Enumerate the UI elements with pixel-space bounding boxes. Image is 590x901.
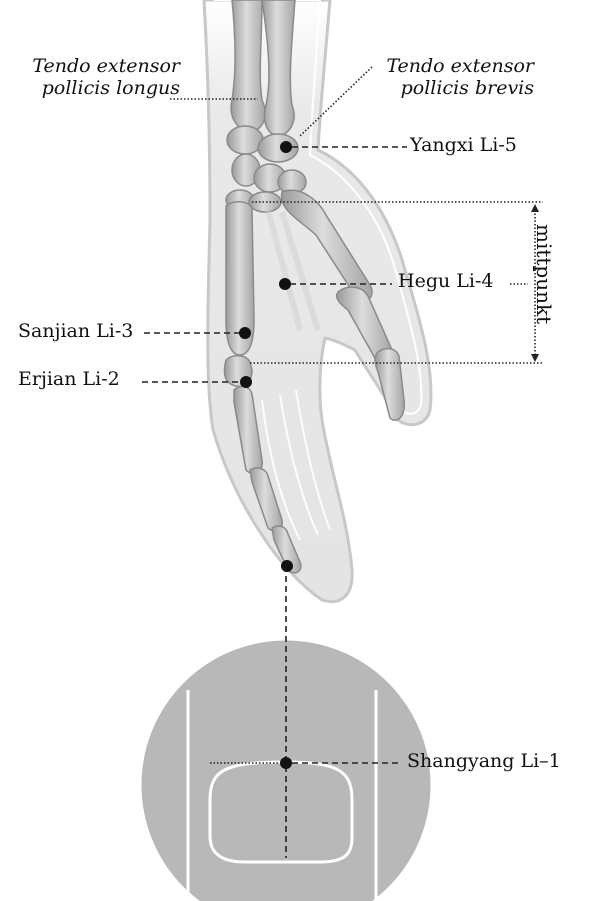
mittpunkt-arrow-bottom (531, 354, 539, 362)
point-shangyang-zoom (280, 757, 292, 769)
label-hegu: Hegu Li-4 (398, 270, 493, 292)
mittpunkt-arrow-top (531, 204, 539, 212)
label-yangxi: Yangxi Li-5 (410, 134, 517, 156)
label-epl-line1: Tendo extensor (20, 55, 180, 77)
label-mittpunkt: mittpunkt (532, 224, 556, 324)
label-sanjian: Sanjian Li-3 (18, 320, 133, 342)
label-epl: Tendo extensor pollicis longus (20, 55, 180, 99)
label-epb: Tendo extensor pollicis brevis (370, 55, 534, 99)
label-epl-line2: pollicis longus (20, 77, 180, 99)
point-shangyang-tip (281, 560, 293, 572)
point-sanjian (239, 327, 251, 339)
point-yangxi (280, 141, 292, 153)
label-shangyang: Shangyang Li–1 (407, 750, 561, 772)
label-erjian: Erjian Li-2 (18, 368, 120, 390)
point-erjian (240, 376, 252, 388)
point-hegu (279, 278, 291, 290)
radius-bone (231, 0, 265, 132)
label-epb-line1: Tendo extensor (370, 55, 534, 77)
label-epb-line2: pollicis brevis (370, 77, 534, 99)
